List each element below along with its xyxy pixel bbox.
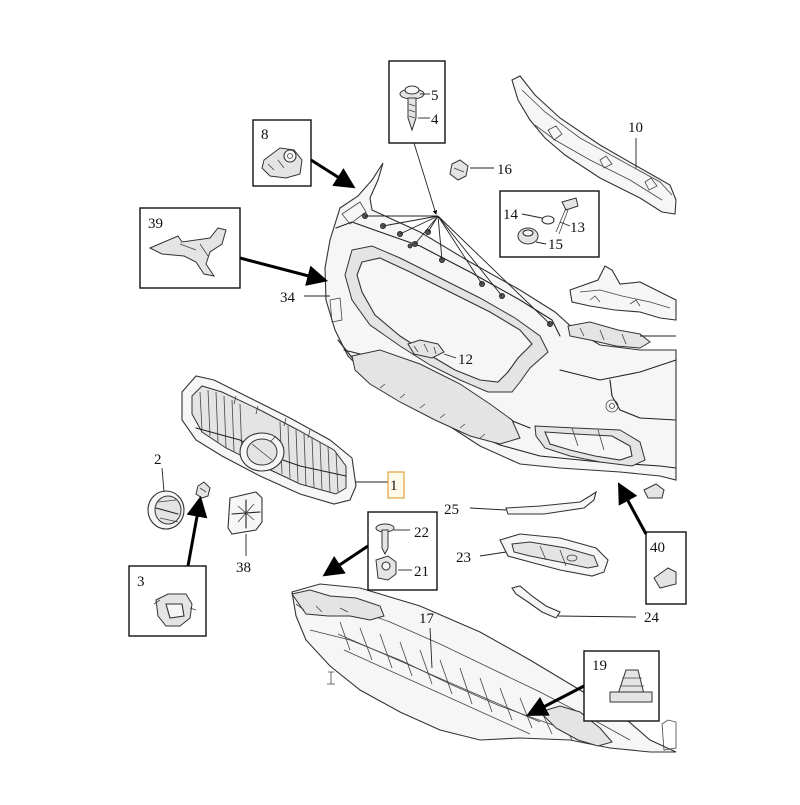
detail-box-13-14-15[interactable]: 14 13 15	[499, 190, 600, 258]
trim-strip-part-24[interactable]	[511, 585, 561, 619]
badge-plate-part-38[interactable]	[227, 491, 263, 535]
detail-box-19[interactable]: 19	[583, 650, 660, 722]
callout-1: 1	[390, 478, 398, 494]
callout-3: 3	[137, 574, 145, 590]
shield-bolt	[327, 671, 335, 685]
detail-box-22-21[interactable]: 22 21	[367, 511, 438, 591]
bumper-cover-part-34[interactable]	[324, 162, 677, 481]
callout-5: 5	[431, 88, 439, 104]
callout-38: 38	[236, 560, 251, 576]
callout-16: 16	[497, 162, 513, 178]
detail-box-5-4[interactable]: 5 4	[388, 60, 446, 144]
detail-box-39[interactable]: 39	[139, 207, 241, 289]
side-clip[interactable]	[643, 483, 665, 499]
callout-13: 13	[570, 220, 585, 236]
callout-34: 34	[280, 290, 296, 306]
callout-4: 4	[431, 112, 439, 128]
shield-ribs	[337, 621, 573, 741]
callout-23: 23	[456, 550, 471, 566]
callout-1-highlight[interactable]: 1	[387, 471, 405, 499]
grille-bracket-part-12[interactable]	[407, 339, 445, 359]
callout-40: 40	[650, 540, 665, 556]
trim-strip-part-25[interactable]	[505, 490, 597, 515]
headlamp-bracket[interactable]	[567, 265, 677, 349]
callout-12: 12	[458, 352, 473, 368]
callout-17: 17	[419, 611, 435, 627]
callout-14: 14	[503, 207, 519, 223]
lower-shield-part-17[interactable]	[291, 583, 677, 753]
detail-box-3[interactable]: 3	[128, 565, 207, 637]
front-grille-part-1[interactable]	[181, 375, 357, 505]
callout-10: 10	[628, 120, 643, 136]
emblem-clip[interactable]	[195, 481, 211, 499]
detail-box-8[interactable]: 8	[252, 119, 312, 187]
reinforcement-bar-part-10[interactable]	[511, 75, 677, 215]
fog-frame-part-23[interactable]	[499, 533, 609, 577]
grille-slats	[199, 389, 339, 493]
callout-21: 21	[414, 564, 429, 580]
callout-25: 25	[444, 502, 459, 518]
emblem-part-2[interactable]	[147, 490, 185, 530]
callout-39: 39	[148, 216, 163, 232]
leader-lines	[161, 138, 648, 716]
callout-24: 24	[644, 610, 660, 626]
callout-2: 2	[154, 452, 162, 468]
callout-8: 8	[261, 127, 269, 143]
callout-19: 19	[592, 658, 607, 674]
callout-15: 15	[548, 237, 563, 253]
detail-box-40[interactable]: 40	[645, 531, 687, 605]
callout-22: 22	[414, 525, 429, 541]
partial-part-lower-right	[661, 719, 677, 751]
clip-part-16[interactable]: 16	[449, 159, 513, 181]
